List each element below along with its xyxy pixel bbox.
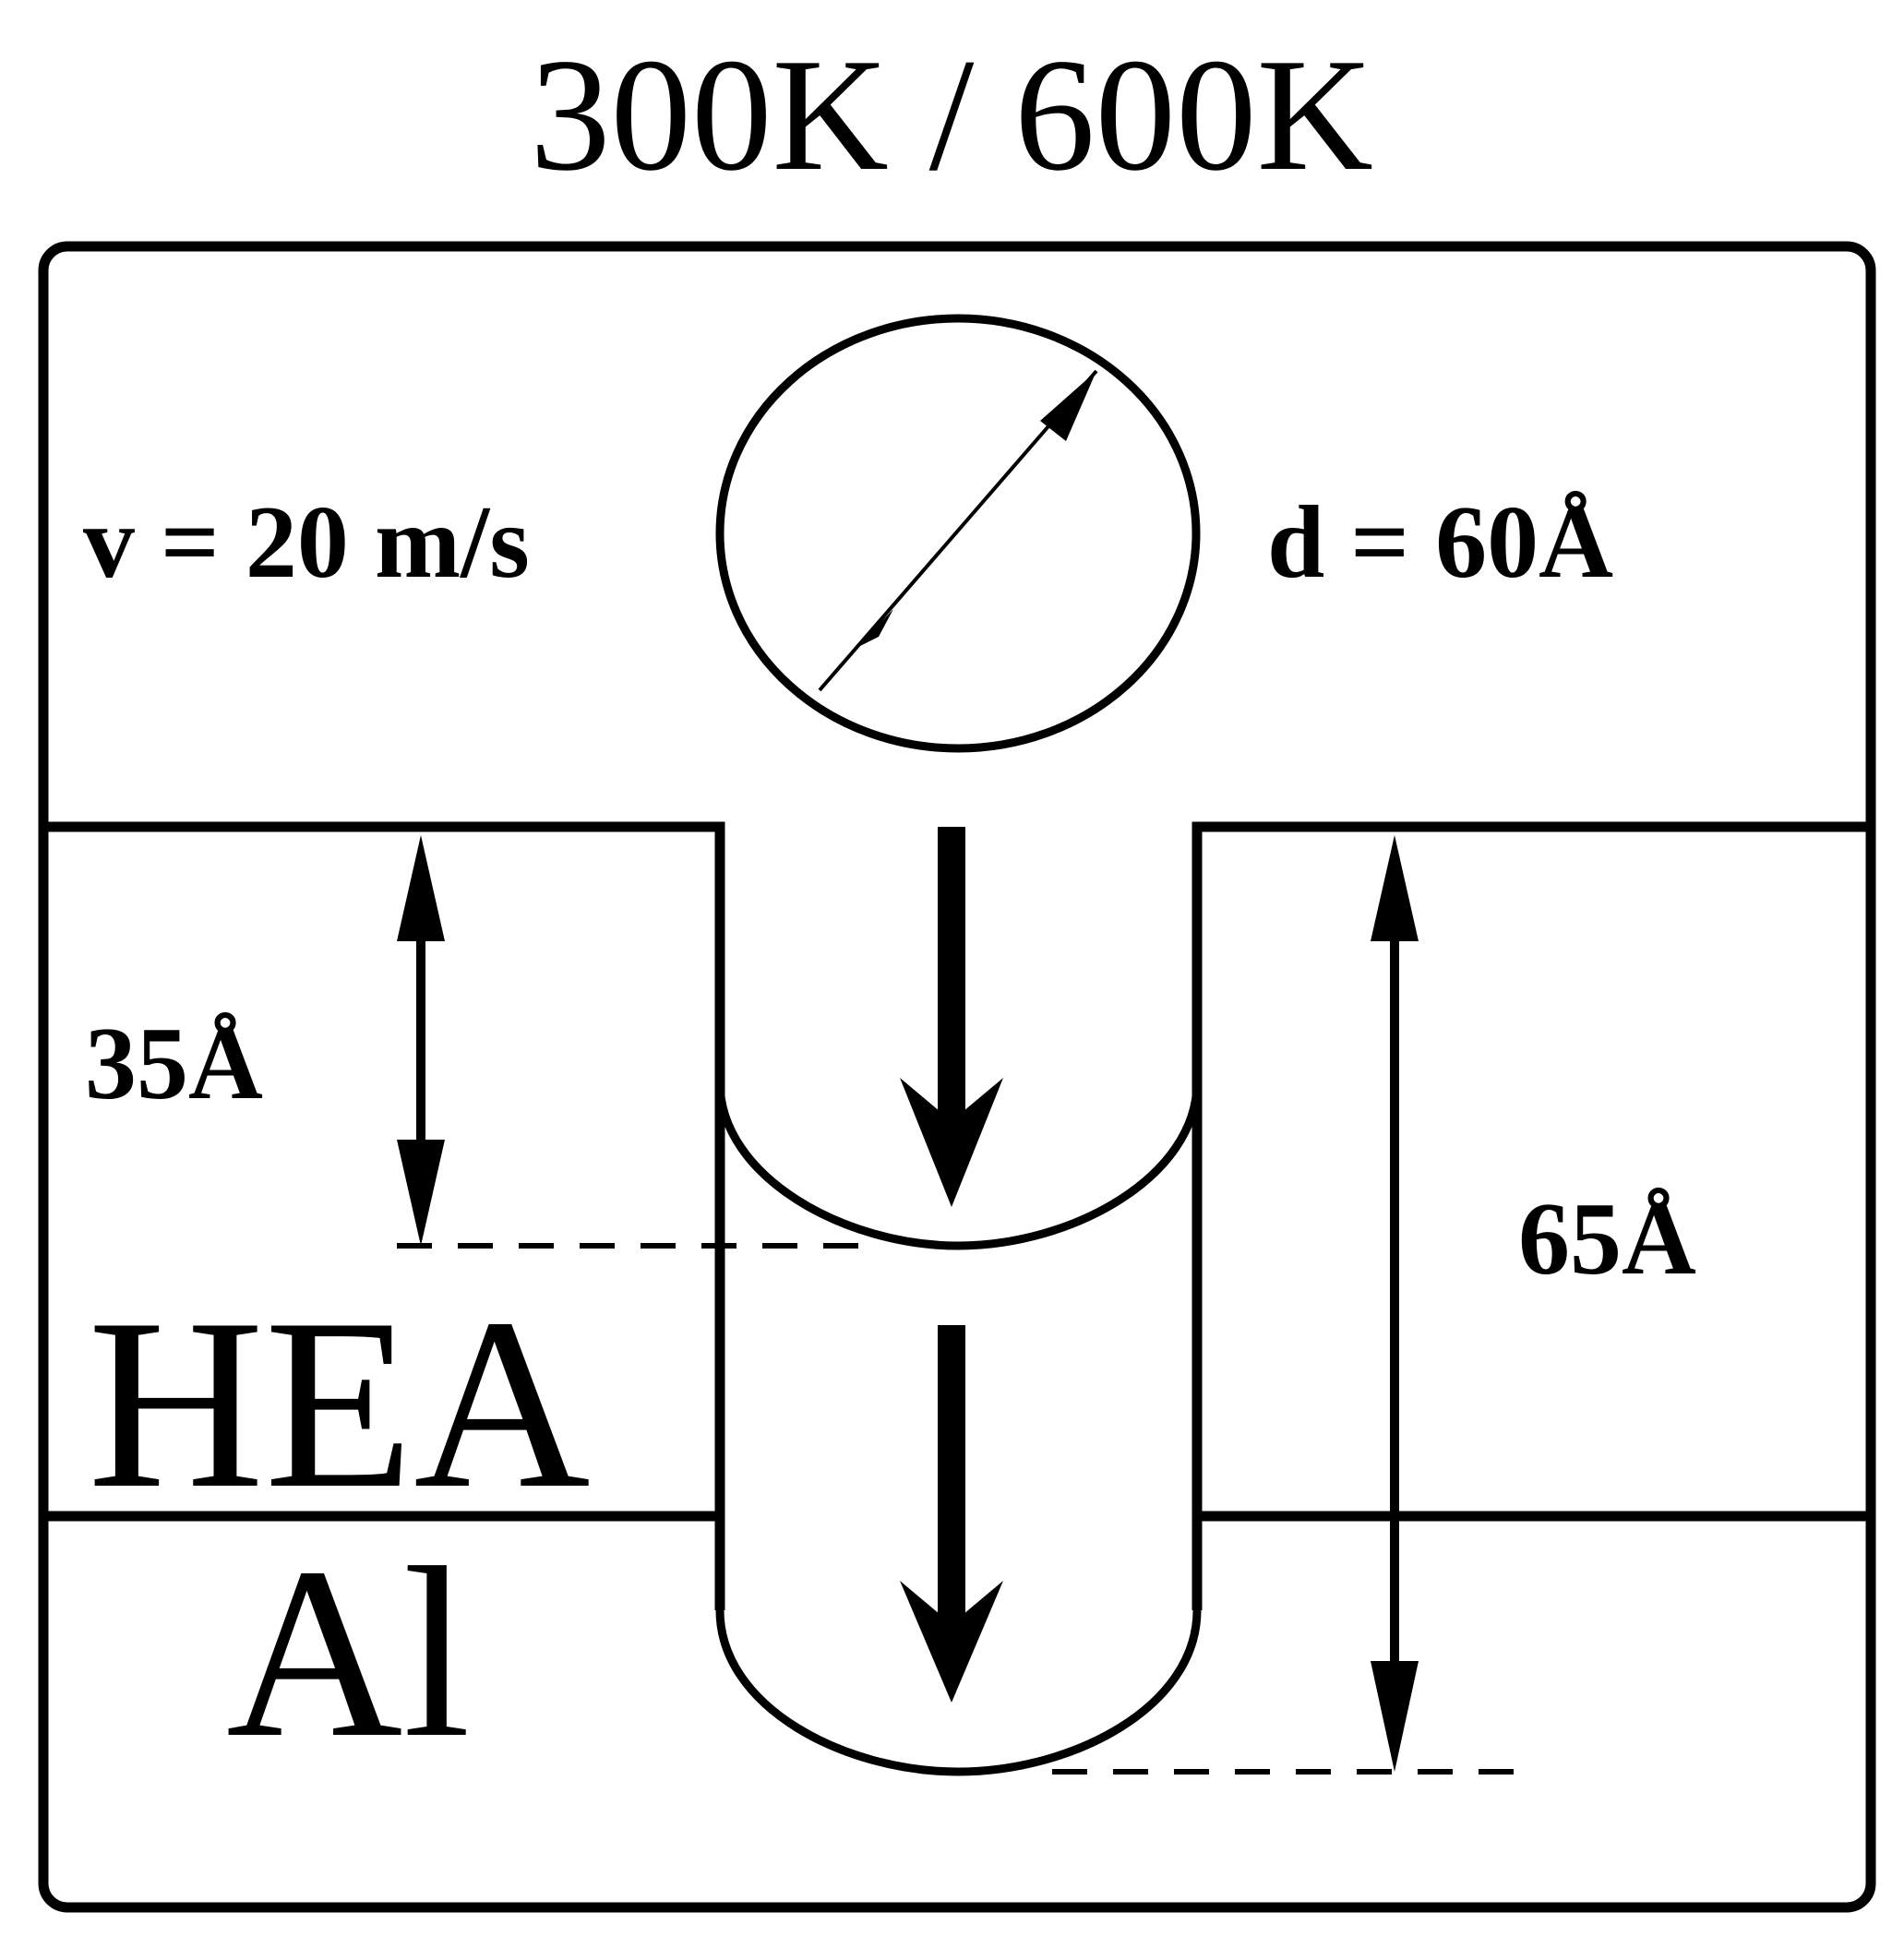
diagram-title: 300K / 600K (530, 25, 1373, 204)
hea-depth-label: 35Å (85, 1007, 263, 1121)
total-depth-label: 65Å (1518, 1182, 1696, 1297)
crater-bottom-al (715, 1609, 1202, 1776)
total-depth-arrowhead-bottom (1371, 1661, 1419, 1772)
velocity-label: v = 20 m/s (83, 485, 530, 600)
projectile-sphere (715, 314, 1201, 753)
hea-layer-label: HEA (88, 1269, 591, 1539)
al-layer-label: Al (226, 1518, 471, 1788)
outer-frame (38, 241, 1876, 1913)
motion-arrow-upper-head (900, 1078, 1003, 1207)
total-depth-arrowhead-top (1371, 835, 1419, 941)
hea-depth-arrowhead-top (397, 835, 445, 941)
diameter-arrowhead-bottom (856, 609, 893, 648)
diameter-arrowhead-top (1040, 371, 1096, 441)
hea-surface-line (43, 821, 1871, 1082)
hea-depth-arrowhead-bottom (397, 1140, 445, 1246)
motion-arrow-lower-head (900, 1581, 1003, 1703)
diameter-label: d = 60Å (1267, 485, 1613, 600)
crater-bottom-hea (715, 1082, 1202, 1250)
crater-walls (714, 1082, 1203, 1610)
